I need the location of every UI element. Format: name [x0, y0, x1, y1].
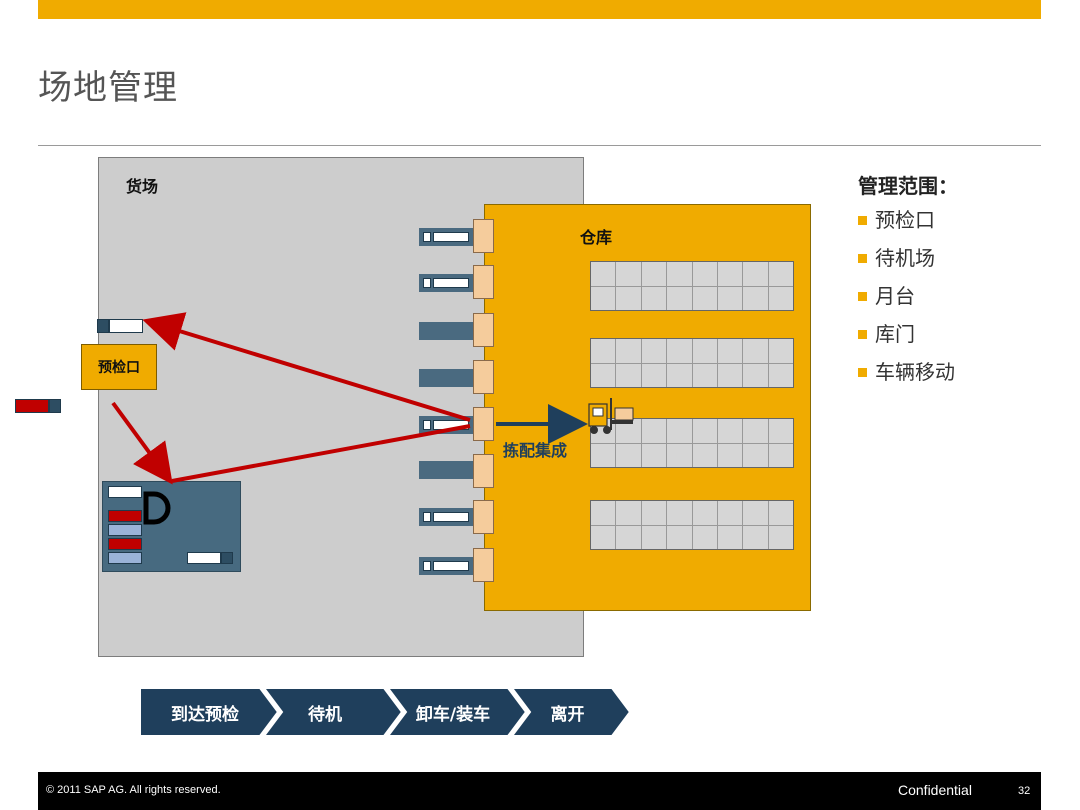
dock-door [473, 360, 494, 394]
docked-truck [419, 228, 473, 246]
footer-bar: © 2011 SAP AG. All rights reserved. Conf… [38, 772, 1041, 810]
docked-truck [419, 557, 473, 575]
empty-loading-bay [419, 461, 473, 479]
arrow-precheck-to-waitlot [111, 401, 173, 485]
process-step-label: 到达预检 [171, 705, 239, 725]
storage-rack [590, 500, 794, 550]
precheck-label: 预检口 [98, 360, 140, 376]
dock-door [473, 265, 494, 299]
title-divider [38, 145, 1041, 146]
chevron-step-2 [262, 688, 404, 736]
confidential-label: Confidential [898, 782, 972, 798]
bullet-icon [858, 368, 867, 377]
dock-door [473, 454, 494, 488]
waiting-truck [108, 524, 142, 536]
empty-loading-bay [419, 322, 473, 340]
waiting-truck [108, 538, 142, 550]
truck-cab [97, 319, 109, 333]
list-item: 预检口 [858, 206, 955, 244]
docked-truck [419, 508, 473, 526]
dock-door [473, 219, 494, 253]
truck-cab [49, 399, 61, 413]
arrow-waitlot-to-dock [171, 424, 471, 483]
truck-cab [221, 552, 233, 564]
docked-truck [419, 274, 473, 292]
waiting-truck [108, 510, 142, 522]
picking-label: 拣配集成 [503, 441, 568, 460]
process-step-label: 卸车/装车 [415, 705, 491, 725]
top-accent-bar [38, 0, 1041, 19]
forklift-icon [588, 398, 634, 434]
bullet-icon [858, 292, 867, 301]
page-title: 场地管理 [38, 68, 178, 108]
dock-door [473, 548, 494, 582]
waiting-truck [187, 552, 221, 564]
storage-rack [590, 338, 794, 388]
dock-door [473, 407, 494, 441]
yard-label: 货场 [126, 177, 159, 196]
lot-marker-icon [143, 491, 171, 525]
bullet-icon [858, 216, 867, 225]
list-item: 月台 [858, 282, 955, 320]
bullet-icon [858, 254, 867, 263]
empty-loading-bay [419, 369, 473, 387]
scope-list: 预检口 待机场 月台 库门 车辆移动 [858, 206, 955, 396]
chevron-step-3 [386, 688, 528, 736]
waiting-truck [108, 486, 142, 498]
chevron-step-4 [510, 688, 630, 736]
copyright-text: © 2011 SAP AG. All rights reserved. [46, 784, 221, 796]
arrow-dock-to-precheck [142, 312, 471, 422]
chevron-step-1 [140, 688, 280, 736]
dock-door [473, 500, 494, 534]
list-item: 车辆移动 [858, 358, 955, 396]
list-item: 库门 [858, 320, 955, 358]
precheck-gate: 预检口 [81, 344, 157, 390]
waiting-truck [108, 552, 142, 564]
warehouse-label: 仓库 [580, 228, 613, 247]
page-number: 32 [1018, 785, 1031, 797]
process-chevrons [140, 688, 630, 736]
storage-rack [590, 261, 794, 311]
process-step-label: 待机 [308, 705, 342, 725]
scope-title: 管理范围： [858, 174, 958, 198]
bullet-icon [858, 330, 867, 339]
waiting-lot [102, 481, 241, 572]
dock-door [473, 313, 494, 347]
process-step-label: 离开 [550, 705, 585, 725]
list-item: 待机场 [858, 244, 955, 282]
incoming-truck [15, 399, 49, 413]
